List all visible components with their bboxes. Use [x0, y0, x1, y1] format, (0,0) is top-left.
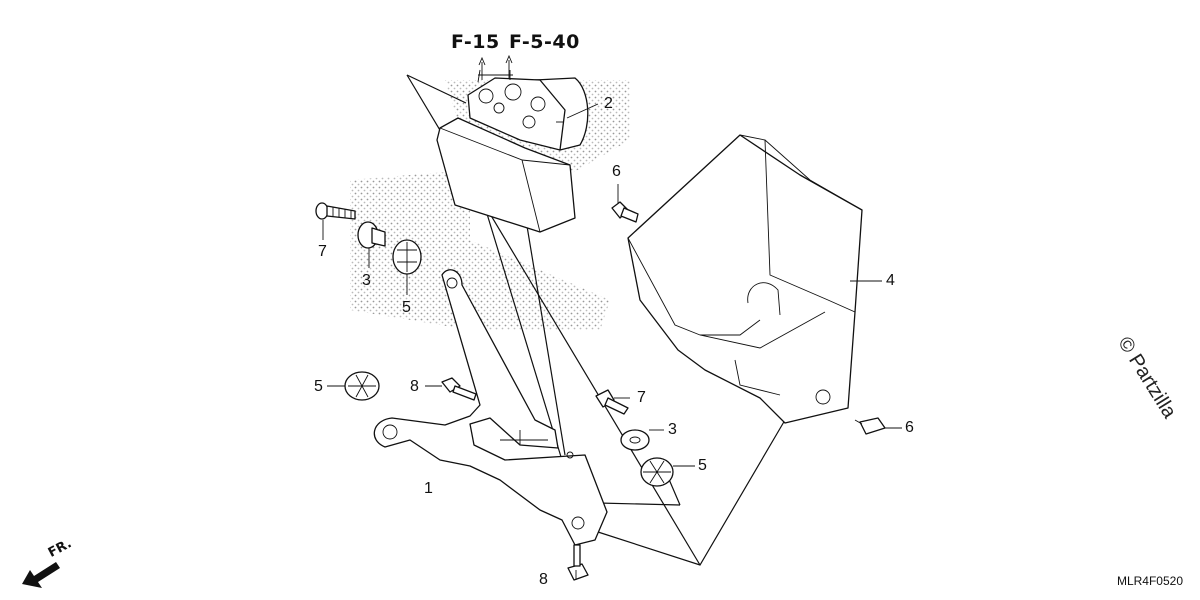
- collar-3-upper: [357, 221, 386, 249]
- callout-2: 2: [604, 95, 613, 112]
- modulator-stay-bracket: [373, 269, 608, 546]
- bolt-8-lower: [567, 544, 589, 581]
- grommet-5-upper: [392, 239, 422, 275]
- grommet-5-left: [344, 371, 380, 401]
- callout-5-upper: 5: [402, 299, 411, 316]
- callout-7-lower: 7: [637, 389, 646, 406]
- grommet-5-right: [640, 457, 674, 487]
- reference-label-f540: F-5-40: [509, 31, 580, 53]
- callout-3-upper: 3: [362, 272, 371, 289]
- callout-8-middle: 8: [410, 378, 419, 395]
- callout-4: 4: [886, 272, 895, 289]
- front-direction-arrow-icon: [22, 562, 60, 588]
- bolt-7-lower: [595, 389, 629, 415]
- abs-modulator: [436, 69, 589, 233]
- callout-6-upper: 6: [612, 163, 621, 180]
- bolt-8-middle: [441, 377, 477, 401]
- callout-3-lower: 3: [668, 421, 677, 438]
- callout-leaders: [322, 54, 902, 580]
- collar-3-lower: [620, 429, 650, 451]
- callout-6-lower: 6: [905, 419, 914, 436]
- callout-8-lower: 8: [539, 571, 548, 588]
- callout-5-right: 5: [698, 457, 707, 474]
- bolt-7-upper: [315, 202, 356, 220]
- callout-1: 1: [424, 480, 433, 497]
- diagram-code: MLR4F0520: [1116, 574, 1183, 588]
- modulator-cover: [627, 134, 863, 424]
- bolt-6-upper: [611, 201, 639, 223]
- callout-7-upper: 7: [318, 243, 327, 260]
- bolt-6-lower: [854, 417, 886, 435]
- callout-5-left: 5: [314, 378, 323, 395]
- reference-label-f15: F-15: [451, 31, 500, 53]
